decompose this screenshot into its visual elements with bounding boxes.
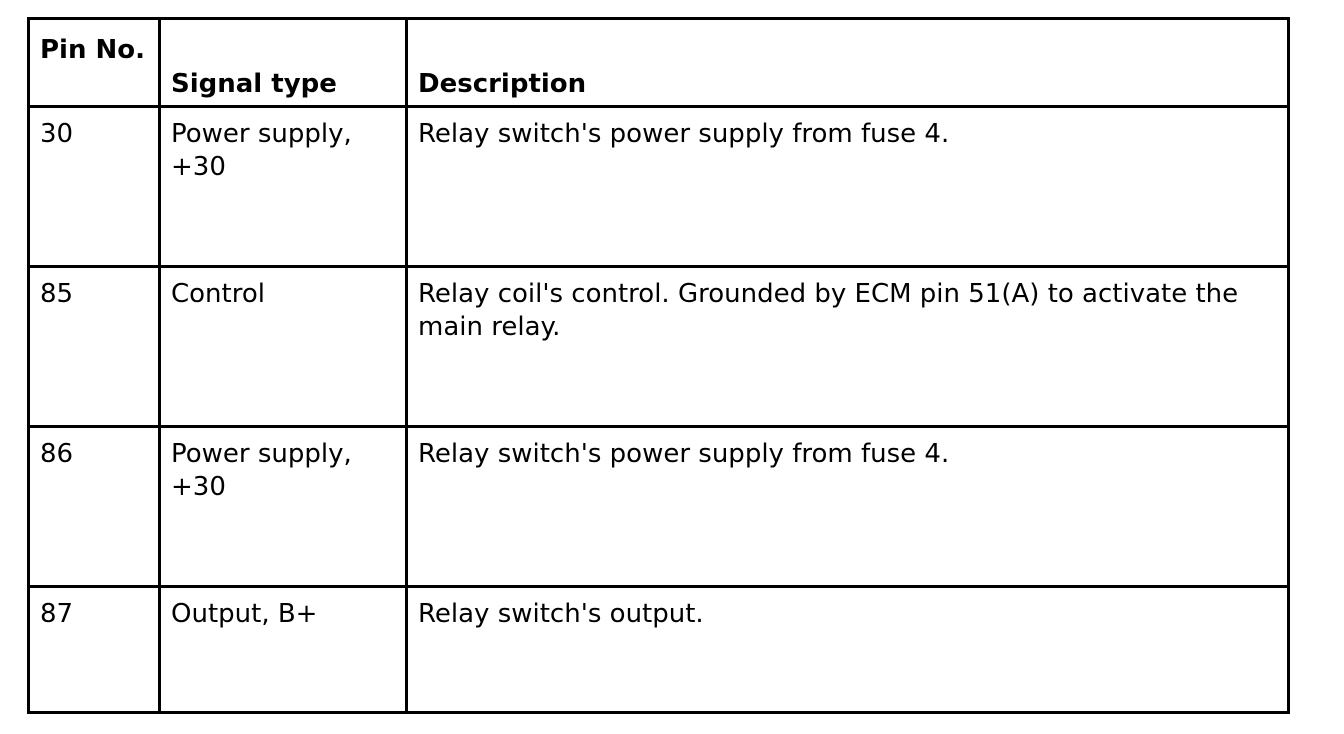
cell-pin: 85 xyxy=(27,265,161,428)
signal-line-1: Power supply, xyxy=(171,119,352,149)
cell-signal: Output, B+ xyxy=(158,585,408,714)
cell-signal: Power supply, +30 xyxy=(158,105,408,268)
signal-line-2: +30 xyxy=(171,152,226,182)
header-signal-type: Signal type xyxy=(158,17,408,108)
cell-description: Relay switch's power supply from fuse 4. xyxy=(405,425,1290,588)
cell-description: Relay switch's output. xyxy=(405,585,1290,714)
header-signal-type-label: Signal type xyxy=(171,69,337,99)
header-pin-no-label: Pin No. xyxy=(40,35,146,65)
cell-pin: 86 xyxy=(27,425,161,588)
header-description-label: Description xyxy=(418,69,587,99)
cell-description: Relay coil's control. Grounded by ECM pi… xyxy=(405,265,1290,428)
table-header-row: Pin No. Signal type Description xyxy=(27,17,1290,108)
signal-line-1: Control xyxy=(171,279,265,309)
cell-description: Relay switch's power supply from fuse 4. xyxy=(405,105,1290,268)
table-row: 85 Control Relay coil's control. Grounde… xyxy=(27,265,1290,428)
header-pin-no: Pin No. xyxy=(27,17,161,108)
pin-table: Pin No. Signal type Description 30 Power… xyxy=(27,17,1290,714)
signal-line-1: Output, B+ xyxy=(171,599,318,629)
table-row: 86 Power supply, +30 Relay switch's powe… xyxy=(27,425,1290,588)
signal-line-1: Power supply, xyxy=(171,439,352,469)
table-row: 87 Output, B+ Relay switch's output. xyxy=(27,585,1290,714)
cell-signal: Power supply, +30 xyxy=(158,425,408,588)
cell-pin: 30 xyxy=(27,105,161,268)
header-description: Description xyxy=(405,17,1290,108)
cell-pin: 87 xyxy=(27,585,161,714)
table-row: 30 Power supply, +30 Relay switch's powe… xyxy=(27,105,1290,268)
signal-line-2: +30 xyxy=(171,472,226,502)
cell-signal: Control xyxy=(158,265,408,428)
